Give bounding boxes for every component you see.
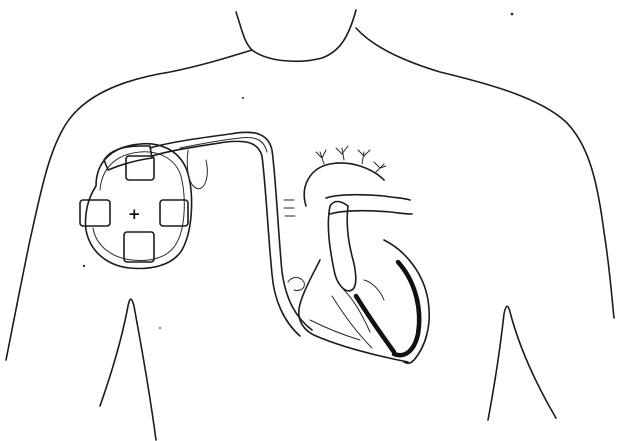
speck [159, 327, 161, 329]
aortic-arch [304, 163, 384, 206]
pacing-leads [150, 132, 312, 336]
scan-specks [83, 13, 514, 329]
generator-header [104, 146, 152, 170]
speck [83, 265, 85, 267]
speck [242, 97, 244, 99]
pulmonary-artery [326, 195, 412, 214]
torso-outline [6, 10, 614, 440]
lead-wire-inner [152, 141, 300, 336]
lead-wire-outer [150, 132, 312, 330]
left-armpit [100, 299, 156, 440]
heart [288, 146, 429, 363]
neck-and-shoulders [6, 10, 614, 360]
speck [511, 13, 514, 16]
lead-tick-marks [284, 200, 295, 216]
pacemaker-generator: + [80, 144, 192, 269]
generator-center-mark: + [128, 205, 141, 223]
aortic-branches [316, 146, 386, 172]
right-armpit [488, 306, 556, 420]
left-ventricle-wall [394, 262, 419, 355]
electrode-pad-bottom [124, 232, 154, 262]
superior-vena-cava [328, 202, 355, 291]
right-atrium-lead-tip [288, 278, 304, 291]
ventricular-lead [356, 296, 394, 352]
electrode-pad-left [80, 200, 110, 226]
